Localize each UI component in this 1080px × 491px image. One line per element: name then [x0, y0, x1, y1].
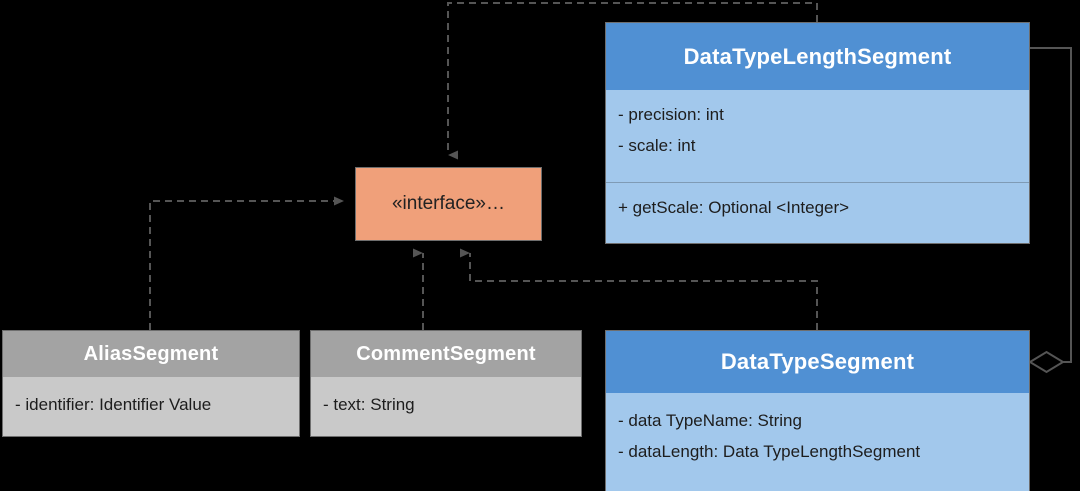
attribute-item: - identifier: Identifier Value — [15, 395, 212, 414]
interface-label: «interface»… — [391, 193, 505, 214]
class-title-data-type-length-segment: DataTypeLengthSegment — [606, 23, 1029, 90]
class-box-alias-segment[interactable]: AliasSegment - identifier: Identifier Va… — [2, 330, 300, 437]
attribute-item: - precision: int — [618, 105, 724, 124]
edge-realization-aliassegment — [149, 196, 344, 330]
class-title-alias-segment: AliasSegment — [3, 331, 299, 377]
class-title-data-type-segment: DataTypeSegment — [606, 331, 1029, 393]
edge-realization-datatypesegment — [460, 248, 818, 330]
class-attributes-data-type-segment: - data TypeName: String - dataLength: Da… — [606, 393, 1029, 491]
interface-node[interactable]: «interface»… — [355, 167, 542, 241]
class-operations-data-type-length-segment: + getScale: Optional <Integer> — [606, 182, 1029, 243]
edge-aggregation-datatypesegment-datatypelengthsegment — [1028, 47, 1072, 374]
aggregation-diamond-icon — [1028, 350, 1065, 374]
operation-item: + getScale: Optional <Integer> — [618, 198, 850, 217]
class-box-data-type-length-segment[interactable]: DataTypeLengthSegment - precision: int -… — [605, 22, 1030, 244]
class-attributes-data-type-length-segment: - precision: int - scale: int — [606, 90, 1029, 182]
attribute-item: - dataLength: Data TypeLengthSegment — [618, 442, 921, 461]
attribute-item: - scale: int — [618, 136, 696, 155]
attribute-item: - text: String — [323, 395, 415, 414]
class-box-data-type-segment[interactable]: DataTypeSegment - data TypeName: String … — [605, 330, 1030, 491]
attribute-item: - data TypeName: String — [618, 411, 802, 430]
class-box-comment-segment[interactable]: CommentSegment - text: String — [310, 330, 582, 437]
class-title-comment-segment: CommentSegment — [311, 331, 581, 377]
class-attributes-comment-segment: - text: String — [311, 377, 581, 436]
class-attributes-alias-segment: - identifier: Identifier Value — [3, 377, 299, 436]
